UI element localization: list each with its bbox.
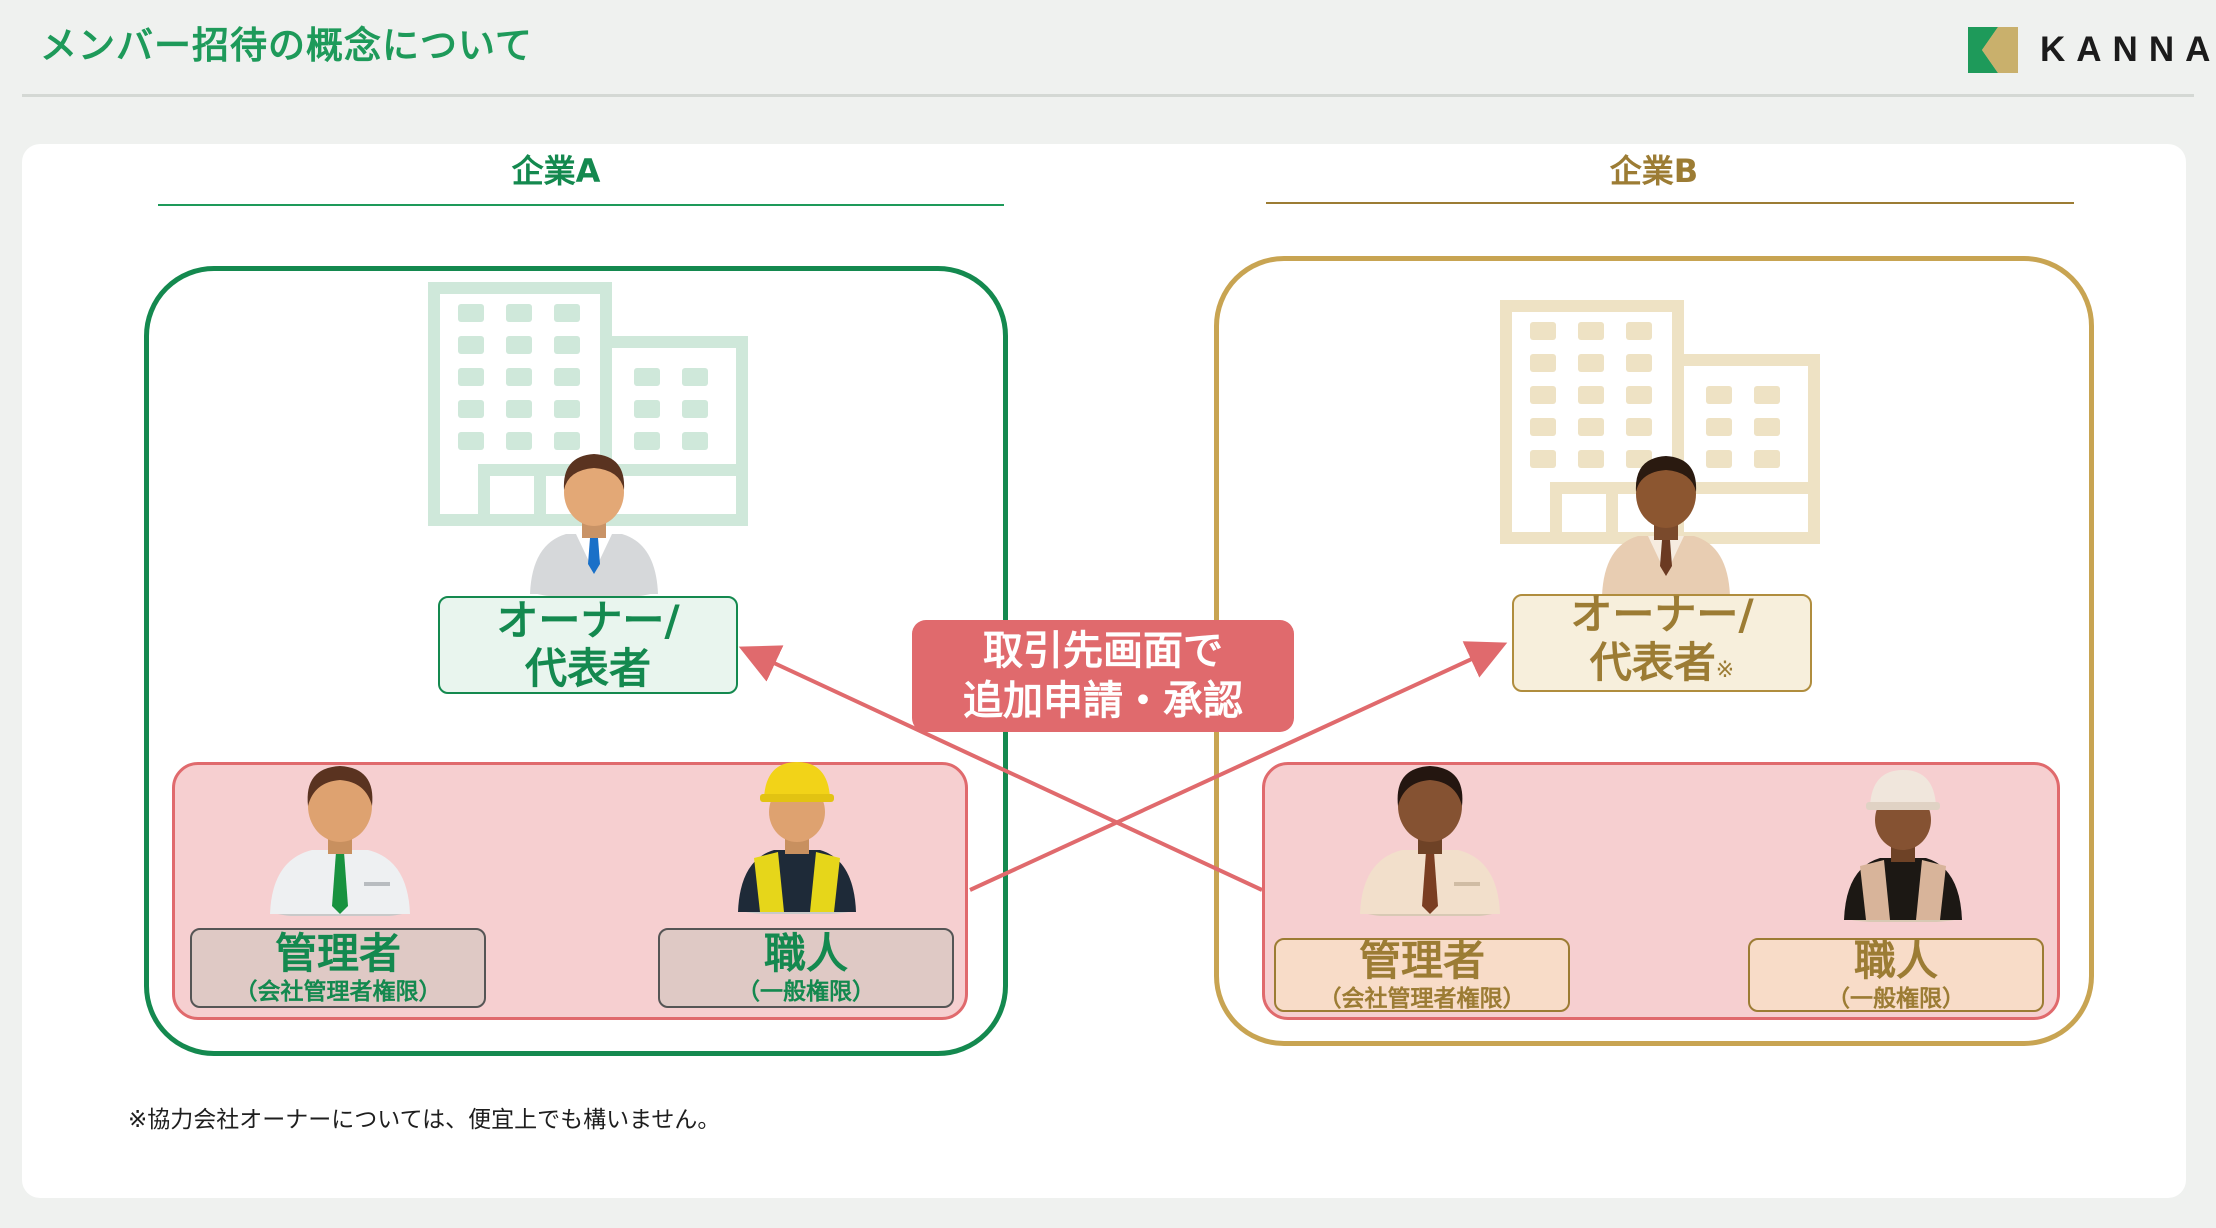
kanna-logo: KANNA bbox=[1968, 24, 2216, 76]
flow-label-line2: 追加申請・承認 bbox=[963, 678, 1243, 724]
admin-box-company-b: 管理者 （会社管理者権限） bbox=[1274, 936, 1570, 1012]
company-b-title: 企業B bbox=[1609, 152, 1699, 190]
owner-box-company-b: オーナー/ 代表者※ bbox=[1512, 590, 1812, 692]
owner-box-company-a: オーナー/ 代表者 bbox=[438, 596, 738, 694]
flow-label: 取引先画面で 追加申請・承認 bbox=[912, 620, 1294, 732]
footnote-mark: ※ bbox=[1715, 658, 1735, 683]
admin-box-company-a: 管理者 （会社管理者権限） bbox=[190, 928, 486, 1008]
arrow-b-admin-to-a-owner bbox=[738, 645, 1263, 892]
arrow-a-members-to-b-owner bbox=[969, 641, 1508, 892]
construction-worker-icon bbox=[738, 762, 856, 914]
page-title: メンバー招待の概念について bbox=[40, 24, 533, 67]
owner-title-line2: 代表者 bbox=[524, 644, 651, 693]
owner-title-line1: オーナー/ bbox=[1570, 590, 1754, 639]
company-b-rule bbox=[1266, 202, 2074, 204]
header-divider bbox=[22, 94, 2194, 97]
worker-permission: （一般権限） bbox=[737, 979, 875, 1005]
footnote: ※協力会社オーナーについては、便宜上でも構いません。 bbox=[128, 1107, 721, 1133]
office-building-icon bbox=[428, 282, 748, 526]
company-a-title: 企業A bbox=[511, 152, 601, 190]
office-worker-icon bbox=[1360, 766, 1500, 916]
logo-text: KANNA bbox=[2040, 30, 2216, 69]
flow-label-line1: 取引先画面で bbox=[983, 628, 1223, 674]
worker-box-company-b: 職人 （一般権限） bbox=[1748, 936, 2044, 1012]
businessman-icon bbox=[1602, 456, 1730, 598]
admin-permission: （会社管理者権限） bbox=[1318, 986, 1526, 1012]
owner-title-line2: 代表者 bbox=[1589, 638, 1716, 687]
worker-permission: （一般権限） bbox=[1827, 986, 1965, 1012]
admin-permission: （会社管理者権限） bbox=[234, 979, 442, 1005]
kanna-logo-icon bbox=[1968, 27, 2018, 73]
worker-box-company-a: 職人 （一般権限） bbox=[658, 928, 954, 1008]
construction-worker-icon bbox=[1844, 770, 1962, 922]
admin-title: 管理者 bbox=[274, 929, 401, 978]
worker-title: 職人 bbox=[763, 929, 848, 978]
office-worker-icon bbox=[270, 766, 410, 916]
admin-title: 管理者 bbox=[1358, 936, 1485, 985]
worker-title: 職人 bbox=[1853, 936, 1938, 985]
businessman-icon bbox=[530, 454, 658, 596]
owner-title-line1: オーナー/ bbox=[496, 596, 680, 645]
company-a-rule bbox=[158, 204, 1004, 206]
